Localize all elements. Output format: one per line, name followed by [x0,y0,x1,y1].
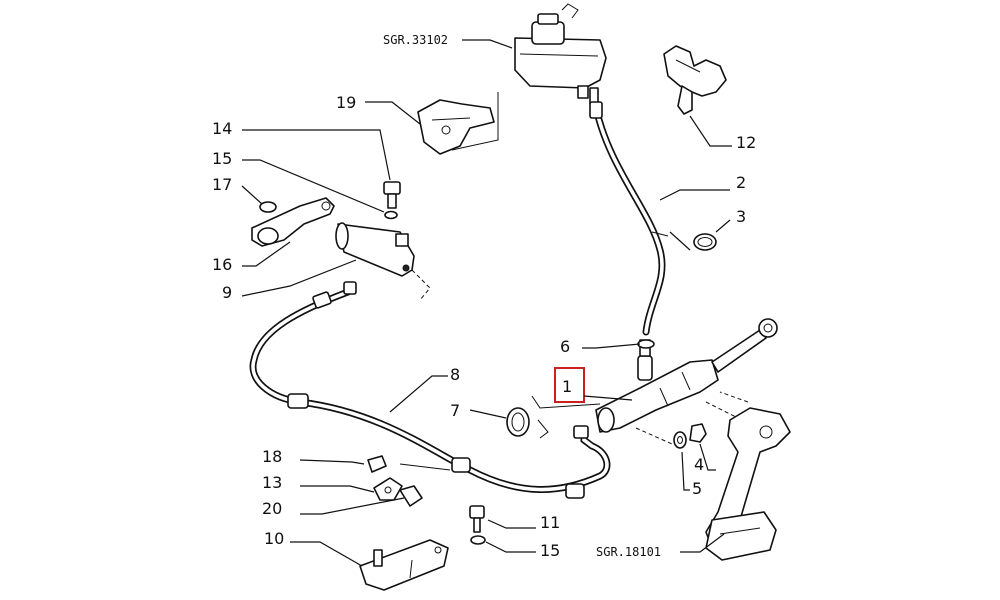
nuts [635,423,707,449]
washer [384,210,398,220]
leader-20 [300,497,405,515]
bracket-1 [531,395,601,409]
leader-1 [583,395,633,401]
slave-cylinder [335,222,431,301]
leader-6 [582,343,641,349]
leader-7 [469,409,507,419]
leader-17 [241,185,263,205]
label-1: 1 [562,377,572,396]
label-10: 10 [264,529,284,548]
label-15b: 15 [540,541,560,560]
label-13: 13 [262,473,282,492]
release-lever [251,197,335,247]
leader-9 [241,259,357,297]
label-3: 3 [736,207,746,226]
label-5: 5 [692,479,702,498]
label-9: 9 [222,283,232,302]
hydraulic-pipe [249,281,611,499]
label-2: 2 [736,173,746,192]
reservoir [514,3,607,105]
hose-clip [693,233,717,251]
master-cylinder [595,318,778,433]
leader-5 [681,451,690,491]
leader-pedal-ref [680,533,725,553]
leader-4 [699,443,716,471]
circlip [259,201,277,213]
label-18: 18 [262,447,282,466]
leader-2 [659,189,730,201]
label-12: 12 [736,133,756,152]
label-20: 20 [262,499,282,518]
leader-11 [487,519,536,529]
leader-15b [485,541,536,553]
support-plate [359,539,449,591]
label-7: 7 [450,401,460,420]
leader-reservoir-ref [462,39,513,49]
pipe-clamp [367,455,423,507]
label-4: 4 [694,455,704,474]
leader-15a [242,159,385,213]
washer-lower [470,535,486,545]
cylinder-bracket [417,92,499,155]
highlight-box [554,367,585,403]
leader-8 [389,375,448,413]
leader-14 [242,129,391,181]
label-14: 14 [212,119,232,138]
seal-ring [637,339,655,349]
label-15a: 15 [212,149,232,168]
leader-13 [300,485,375,493]
label-19: 19 [336,93,356,112]
label-8: 8 [450,365,460,384]
bolt [383,181,401,209]
leader-16 [242,241,291,267]
label-16: 16 [212,255,232,274]
hose-bracket [663,45,727,115]
leader-19 [365,101,421,125]
pedal-ref: SGR.18101 [596,545,661,559]
leader-18 [299,459,365,465]
leader-3-a [669,231,691,251]
reservoir-ref: SGR.33102 [383,33,448,47]
leader-10 [290,541,363,567]
label-11: 11 [540,513,560,532]
bolt-lower [469,505,485,533]
label-17: 17 [212,175,232,194]
reservoir-hose [589,101,669,336]
leader-12 [689,115,732,147]
leader-3 [715,219,731,233]
o-ring [506,407,530,437]
clutch-pedal [705,391,791,561]
label-6: 6 [560,337,570,356]
